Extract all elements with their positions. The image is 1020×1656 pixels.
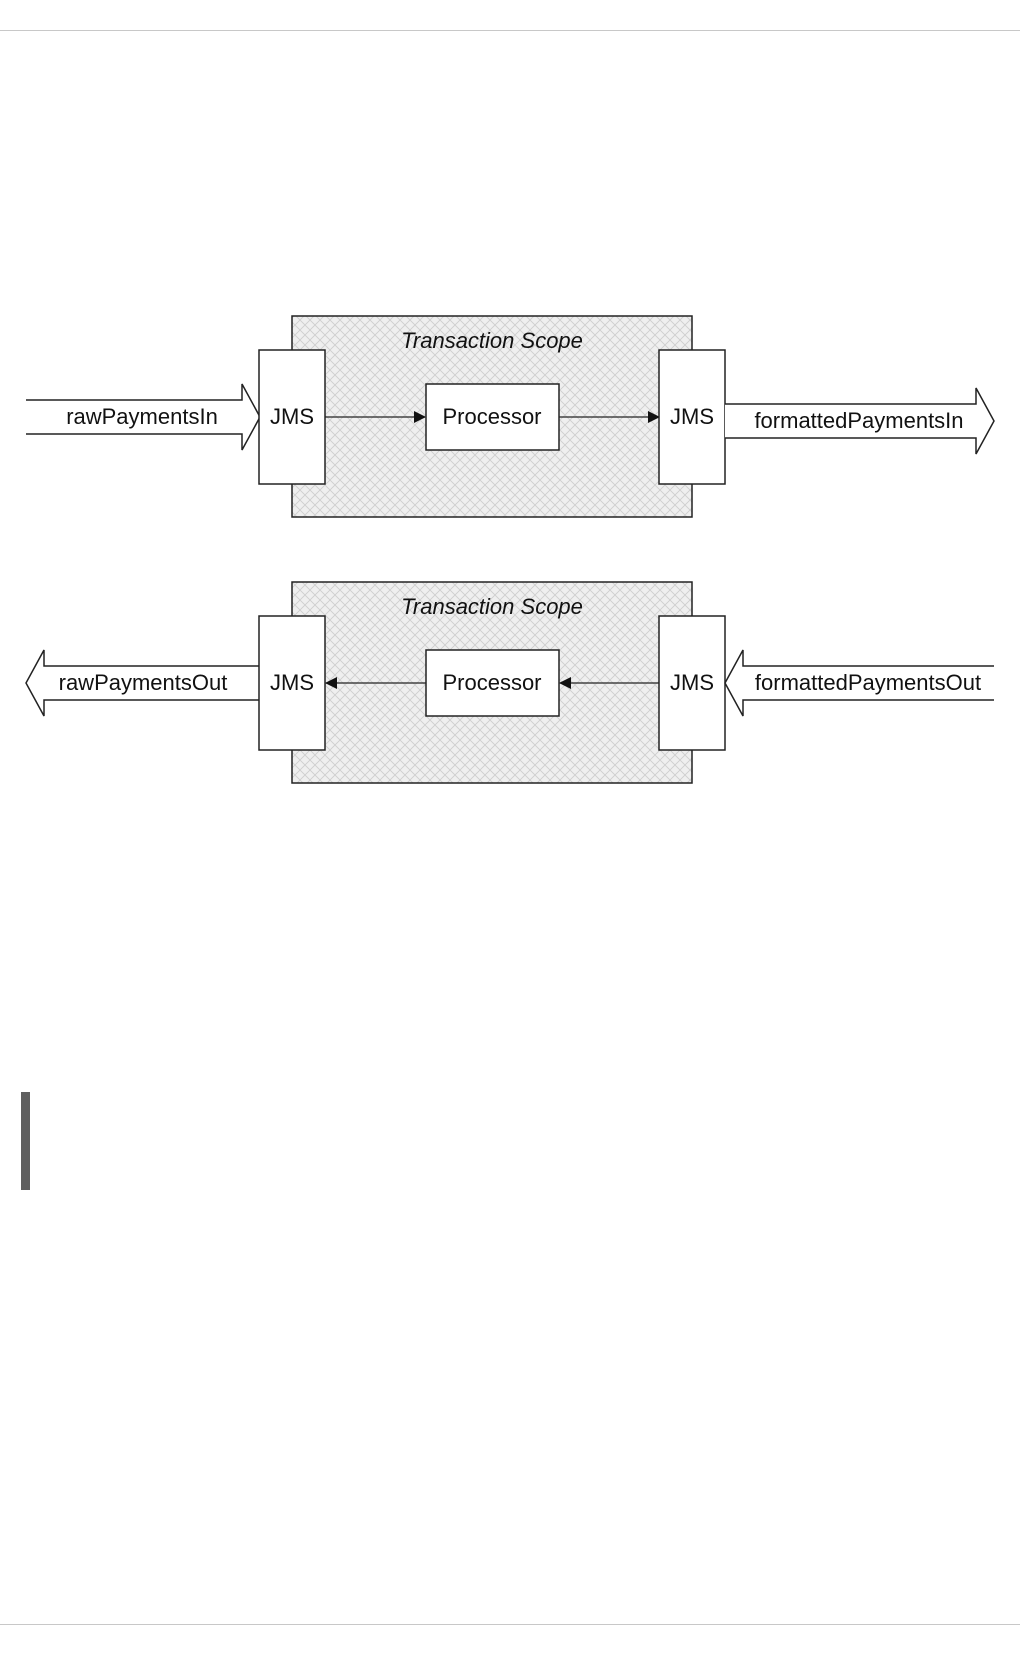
jms-endpoint-left-label: JMS [270,670,314,695]
queue-label-raw-payments-in: rawPaymentsIn [66,404,218,429]
diagram-outbound: Transaction Scope rawPaymentsOut JMS Pro… [25,581,994,784]
queue-label-raw-payments-out: rawPaymentsOut [59,670,228,695]
queue-arrow-formatted-payments-out [724,649,994,717]
jms-endpoint-left [258,615,326,751]
top-divider [0,30,1020,31]
queue-label-formatted-payments-in: formattedPaymentsIn [754,408,963,433]
processor-label: Processor [442,670,541,695]
jms-endpoint-left [258,349,326,485]
jms-endpoint-right [658,615,726,751]
queue-label-formatted-payments-out: formattedPaymentsOut [755,670,981,695]
jms-endpoint-right-label: JMS [670,404,714,429]
diagram-inbound: Transaction Scope rawPaymentsIn JMS Proc… [26,315,995,518]
scope-title: Transaction Scope [401,328,583,353]
processor-box [425,383,560,451]
jms-endpoint-left-label: JMS [270,404,314,429]
processor-label: Processor [442,404,541,429]
queue-arrow-raw-payments-out [25,649,259,717]
bottom-divider [0,1624,1020,1625]
jms-endpoint-right-label: JMS [670,670,714,695]
queue-arrow-formatted-payments-in [725,387,995,455]
transaction-scope-diagram: Transaction Scope rawPaymentsIn JMS Proc… [25,315,995,784]
scope-title: Transaction Scope [401,594,583,619]
admonition-bar [21,1092,30,1190]
